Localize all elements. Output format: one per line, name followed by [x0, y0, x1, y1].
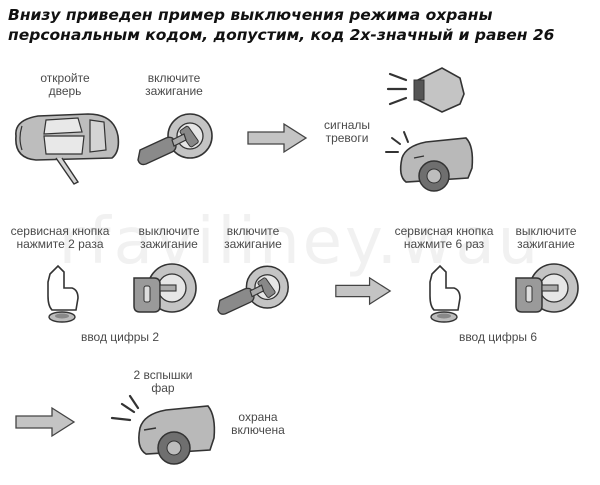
car-open-door-icon — [15, 113, 120, 185]
ignition-key-on-icon-2 — [217, 265, 289, 315]
finger-press-button-icon-1 — [47, 264, 79, 323]
finger-press-button-icon-2 — [429, 264, 461, 323]
label-digit-2: ввод цифры 2 — [80, 330, 160, 344]
ignition-key-on-icon — [137, 113, 213, 166]
arrow-right-icon-3 — [15, 406, 76, 438]
car-rear-icon — [385, 131, 474, 192]
watermark: rfaviliney.wau — [58, 205, 542, 279]
ignition-key-off-icon-1 — [133, 263, 197, 313]
instruction-heading: Внизу приведен пример выключения режима … — [8, 5, 596, 45]
ignition-key-off-icon-2 — [515, 263, 579, 313]
arrow-right-icon — [247, 122, 308, 154]
siren-speaker-icon — [386, 67, 465, 113]
car-headlights-flash-icon — [110, 394, 216, 465]
label-digit-6: ввод цифры 6 — [458, 330, 538, 344]
heading-line-2: персональным кодом, допустим, код 2х-зна… — [8, 26, 555, 44]
heading-line-1: Внизу приведен пример выключения режима … — [8, 6, 493, 24]
arrow-right-icon-2 — [335, 276, 392, 306]
